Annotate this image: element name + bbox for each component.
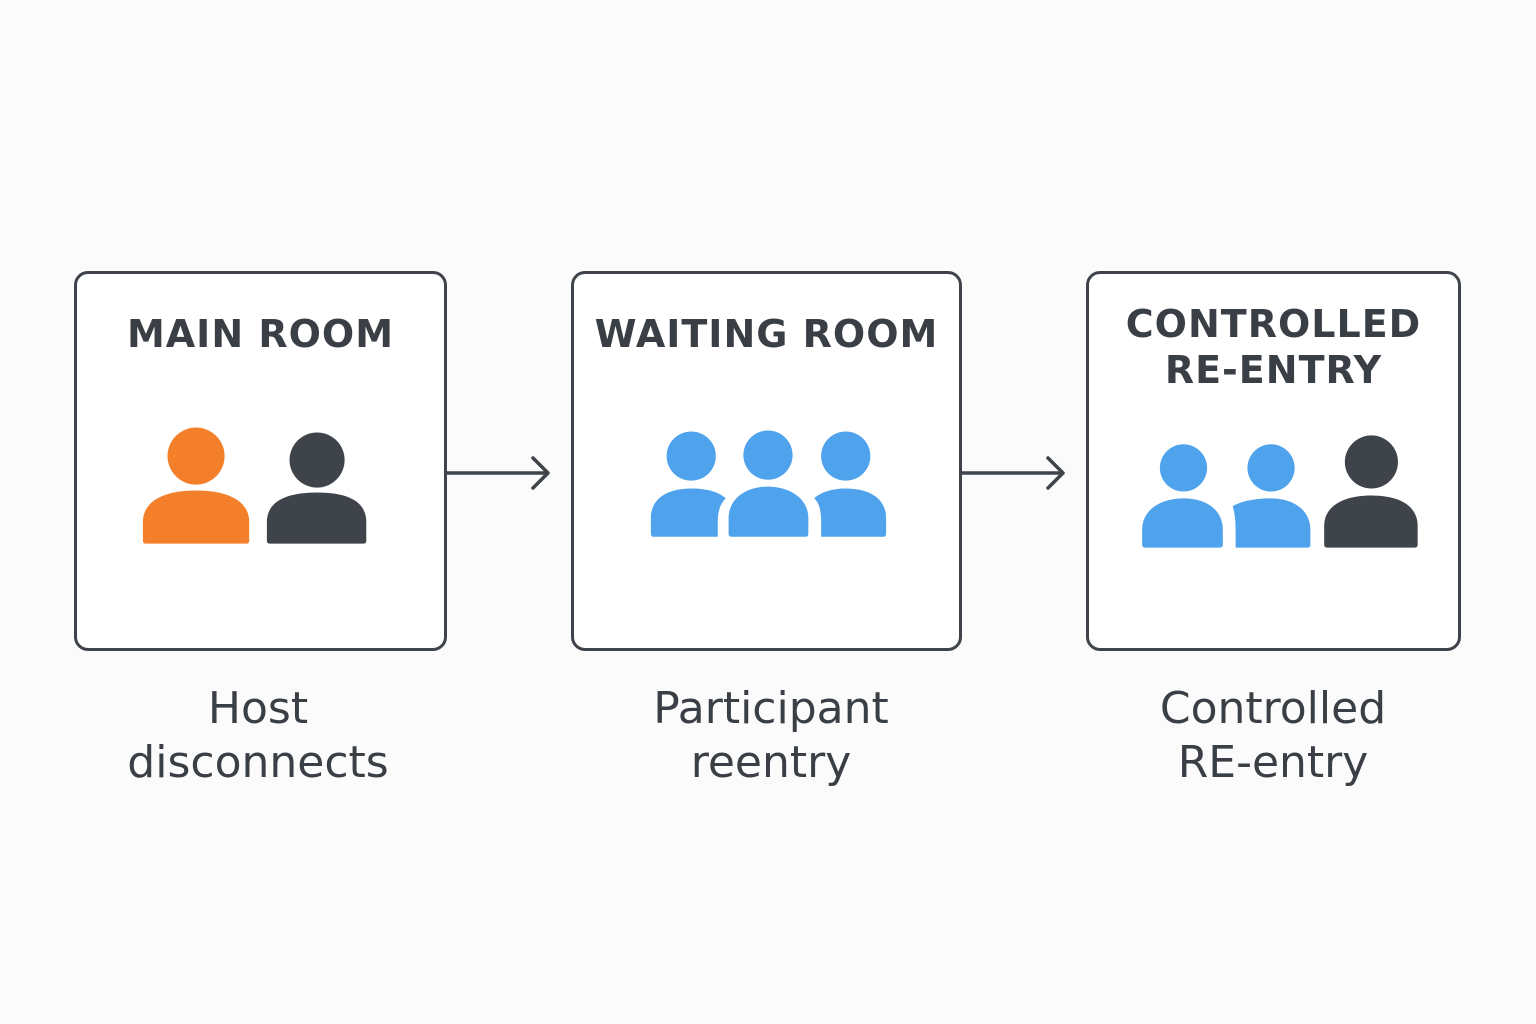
person-icon-blue	[1232, 444, 1311, 548]
controlled-reentry-title: CONTROLLED RE-ENTRY	[1089, 301, 1458, 393]
person-icon-blue	[650, 431, 726, 537]
host-disconnects-caption: Host disconnects	[68, 682, 448, 790]
caption-line: Controlled	[1159, 683, 1387, 734]
caption-line: RE-entry	[1177, 737, 1369, 788]
controlled-reentry-box: CONTROLLED RE-ENTRY	[1086, 271, 1461, 651]
controlled-reentry-title-line-2: RE-ENTRY	[1164, 348, 1383, 392]
person-icon-blue	[814, 431, 887, 537]
waiting-room-title: WAITING ROOM	[574, 311, 959, 357]
controlled-reentry-people	[1142, 435, 1418, 548]
waiting-room-people	[650, 430, 887, 537]
participant-reentry-caption: Participant reentry	[581, 682, 961, 790]
main-room-title-line: MAIN ROOM	[126, 312, 395, 356]
controlled-reentry-caption: Controlled RE-entry	[1083, 682, 1463, 790]
main-room-box: MAIN ROOM	[74, 271, 447, 651]
caption-line: reentry	[690, 737, 852, 788]
arrow-right-icon	[960, 456, 1065, 490]
waiting-room-box: WAITING ROOM	[571, 271, 962, 651]
person-icon-blue	[1142, 444, 1223, 548]
caption-line: disconnects	[127, 737, 389, 788]
waiting-room-title-line: WAITING ROOM	[594, 312, 939, 356]
arrow-right-icon	[445, 456, 550, 490]
main-room-title: MAIN ROOM	[77, 311, 444, 357]
caption-line: Participant	[653, 683, 889, 734]
person-icon-orange	[142, 427, 250, 544]
person-icon-dark	[266, 432, 367, 544]
person-icon-blue	[728, 430, 809, 537]
main-room-people	[142, 427, 367, 544]
person-icon-dark	[1324, 435, 1418, 548]
caption-line: Host	[207, 683, 309, 734]
controlled-reentry-title-line-1: CONTROLLED	[1125, 302, 1422, 346]
